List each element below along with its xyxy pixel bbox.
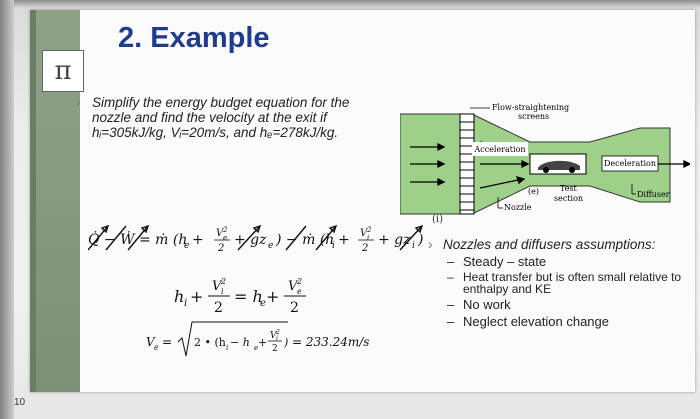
wind-tunnel-diagram: Deceleration Acceleration Flow-straighte… — [400, 103, 690, 215]
svg-text:): ) — [283, 336, 288, 349]
svg-text:2: 2 — [296, 277, 302, 286]
svg-text:2: 2 — [275, 329, 280, 336]
svg-text:+: + — [192, 232, 204, 248]
svg-text:+: + — [258, 336, 267, 349]
pi-icon: π — [42, 50, 84, 92]
svg-text:2: 2 — [366, 226, 372, 234]
svg-text:V: V — [146, 335, 156, 349]
list-item: –Heat transfer but is often small relati… — [447, 270, 682, 296]
svg-text:2: 2 — [272, 344, 278, 354]
svg-text:V: V — [270, 331, 278, 341]
screen-top-edge — [0, 0, 700, 8]
svg-text:e: e — [154, 343, 159, 352]
velocity-result: = 233.24m/s — [292, 335, 369, 349]
svg-text:+ gz: + gz — [378, 232, 411, 248]
svg-text:2: 2 — [290, 300, 299, 316]
svg-text:+: + — [266, 287, 279, 306]
slide-title: 2. Example — [118, 22, 270, 54]
flow-straightening-label: Flow-straightening — [492, 103, 569, 112]
svg-text:2 • (h: 2 • (h — [194, 336, 226, 349]
svg-text:+: + — [190, 287, 203, 306]
svg-text:e: e — [254, 344, 258, 352]
svg-text:2: 2 — [222, 226, 228, 234]
svg-text:2: 2 — [217, 243, 224, 254]
svg-text:V: V — [216, 228, 225, 239]
screen-left-edge — [0, 0, 14, 419]
svg-text:h: h — [174, 287, 184, 306]
flow-screens — [459, 113, 475, 215]
svg-text:V: V — [360, 228, 369, 239]
svg-text:e: e — [297, 287, 302, 296]
acceleration-label: Acceleration — [473, 145, 525, 154]
list-item: –Neglect elevation change — [447, 314, 609, 329]
deceleration-label: Deceleration — [604, 159, 656, 168]
assumptions-list: › Nozzles and diffusers assumptions: –St… — [428, 237, 683, 330]
svg-text:i: i — [412, 241, 415, 251]
diffuser-label: Diffuser — [637, 190, 670, 199]
svg-text:i: i — [221, 287, 224, 296]
svg-text:i: i — [276, 335, 278, 342]
screens-label: screens — [518, 112, 549, 121]
acceleration-box — [472, 142, 528, 156]
nozzle-label: Nozzle — [504, 203, 532, 212]
svg-text:) − ṁ (h: ) − ṁ (h — [275, 232, 334, 248]
slide: π 2. Example › Simplify the energy budge… — [30, 10, 695, 392]
svg-text:2: 2 — [214, 300, 223, 316]
svg-text:i: i — [367, 234, 369, 242]
svg-text:+ gz: + gz — [234, 232, 267, 248]
svg-text:e: e — [223, 234, 227, 242]
svg-text:V: V — [288, 279, 299, 294]
assumptions-heading: Nozzles and diffusers assumptions: — [443, 237, 656, 252]
svg-text:i: i — [226, 344, 228, 352]
list-item: –No work — [447, 297, 511, 312]
bullet-chevron-icon: › — [428, 237, 433, 252]
test-label: Test — [560, 184, 578, 193]
svg-text:i: i — [332, 241, 335, 251]
i-label: (i) — [432, 214, 444, 225]
svg-text:− h: − h — [230, 336, 250, 349]
e-label: (e) — [528, 187, 539, 196]
bullet-chevron-icon: › — [76, 95, 81, 110]
svg-text:=: = — [162, 335, 172, 349]
car-icon — [538, 160, 580, 170]
deceleration-box — [601, 155, 659, 172]
svg-text:i: i — [184, 298, 187, 309]
svg-text:e: e — [260, 298, 266, 309]
svg-text:+: + — [338, 232, 350, 248]
problem-bullet: › Simplify the energy budget equation fo… — [76, 95, 352, 140]
problem-text: Simplify the energy budget equation for … — [92, 95, 350, 140]
svg-text:= h: = h — [234, 287, 263, 306]
svg-text:2: 2 — [220, 277, 226, 286]
page-number: 10 — [14, 397, 26, 408]
svg-text:e: e — [184, 241, 189, 251]
svg-text:e: e — [268, 241, 273, 251]
svg-text:2: 2 — [361, 243, 368, 254]
svg-text:V: V — [212, 279, 223, 294]
section-label: section — [554, 194, 583, 203]
list-item: –Steady – state — [447, 254, 547, 269]
svg-text:): ) — [417, 232, 423, 248]
